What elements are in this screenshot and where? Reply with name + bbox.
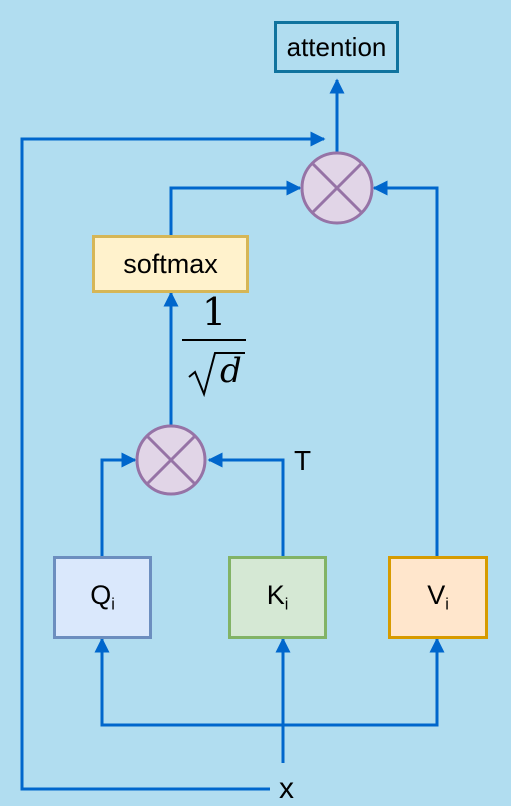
edge-x-to-v (283, 637, 445, 727)
attention-label: attention (286, 31, 387, 62)
v-label: Vi (427, 580, 449, 614)
scale-denominator: d (220, 351, 242, 391)
sqrt-radical (188, 352, 245, 398)
k-label: Ki (266, 580, 289, 614)
transpose-label: T (294, 445, 312, 476)
edge-v-to-mult2 (372, 180, 439, 556)
edge-softmax-to-mult2 (169, 180, 302, 235)
edge-q-to-mult1 (100, 452, 137, 556)
edge-x-to-q (94, 637, 285, 763)
multiply-circle-icon (135, 424, 207, 496)
multiply-circle-icon (300, 151, 374, 225)
softmax-label: softmax (123, 248, 218, 279)
k-node: Ki (228, 556, 327, 639)
scale-numerator: 1 (202, 290, 227, 334)
q-node: Qi (53, 556, 152, 639)
softmax-node: softmax (92, 235, 249, 293)
edge-k-to-mult1 (207, 452, 285, 556)
input-label: x (279, 772, 294, 805)
v-node: Vi (388, 556, 488, 639)
edge-x-residual (20, 131, 326, 791)
attention-node: attention (274, 21, 399, 73)
q-label: Qi (90, 580, 115, 614)
